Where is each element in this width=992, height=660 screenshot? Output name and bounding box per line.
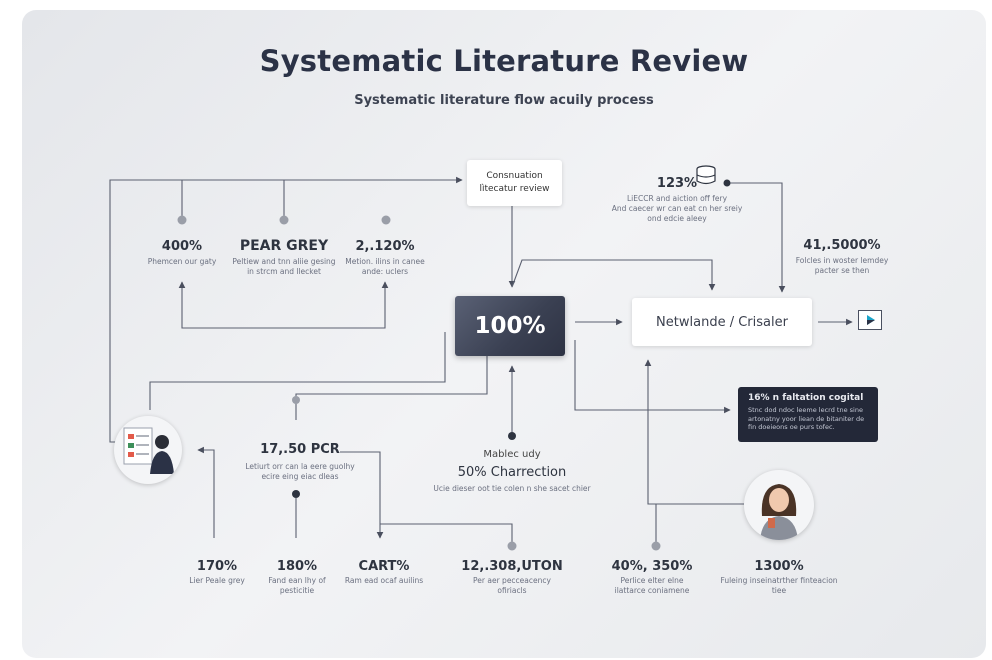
db-value: 123%	[656, 176, 698, 191]
connector-hub-loop	[511, 259, 716, 291]
note-body: Stnc dod ndoc leeme lecrd tne sine arton…	[748, 406, 865, 431]
stat-1750-value: 17,.50 PCR	[260, 442, 340, 457]
hub-value: 100%	[474, 313, 546, 339]
stat-2120-caption-2: ande: uclers	[361, 267, 409, 276]
stat-400-value: 400%	[161, 239, 203, 254]
connector-db-to-net	[727, 182, 786, 293]
bottom-caption-2a: Fand ean lhy of	[268, 576, 326, 585]
connector-lines	[109, 176, 853, 551]
bottom-caption-1a: Lier Peale grey	[189, 576, 245, 585]
connector-hub-to-dark	[574, 340, 731, 414]
clipboard-presenter-icon	[114, 416, 182, 484]
bottom-value-4: 12,.308,UTON	[461, 559, 563, 574]
connector-1750-to-cart	[340, 451, 384, 539]
stat-pear-caption-1: Peltiew and tnn aliie gesing	[232, 257, 336, 266]
stat-1750-caption-2: ecire eing eiac dleas	[261, 472, 339, 481]
bottom-caption-4b: ofiriacls	[497, 586, 527, 595]
bottom-caption-3a: Ram ead ocaf auilins	[344, 576, 424, 585]
connector-hub-to-1750	[295, 356, 488, 420]
bottom-value-3: CART%	[358, 559, 410, 574]
db-caption-3: ond edcie aleey	[647, 214, 707, 223]
db-caption-2: And caecer wr can eat cn her sreiy	[611, 204, 743, 213]
literature-review-box: Consnuation lìtecatur review	[467, 160, 562, 206]
connector-170-from-left	[197, 446, 215, 538]
bottom-caption-2b: pesticitie	[279, 586, 315, 595]
connector-hub-to-left	[149, 332, 446, 410]
note-heading: 16% n faltation cogital	[748, 393, 864, 403]
play-icon	[858, 310, 882, 330]
stat-2120-value: 2,.120%	[355, 239, 415, 254]
stat-1750-caption-1: Letiurt orr can la eere guolhy	[245, 462, 355, 471]
db-caption-1: LiECCR and aiction off fery	[626, 194, 728, 203]
right-stat-caption-2: pacter se then	[814, 266, 870, 275]
charr-value: 50% Charrection	[457, 465, 567, 480]
page-subtitle: Systematic literature flow acuily proces…	[354, 93, 654, 108]
stat-pear-caption-2: in strcm and llecket	[247, 267, 321, 276]
note-panel: 16% n faltation cogital Stnc dod ndoc le…	[738, 387, 878, 442]
charr-label: Mablec udy	[483, 449, 541, 460]
right-stat-caption-1: Folcles in woster lemdey	[795, 256, 889, 265]
literature-review-line2: lìtecatur review	[479, 184, 550, 194]
woman-avatar-icon	[744, 470, 814, 540]
bottom-value-6: 1300%	[754, 559, 804, 574]
bottom-caption-5a: Perlice elter elne	[620, 576, 684, 585]
network-box: Netwlande / Crisaler	[632, 298, 812, 346]
infographic-card: Systematic Literature Review Systematic …	[22, 10, 986, 658]
database-icon	[694, 164, 718, 192]
page-title: Systematic Literature Review	[259, 44, 749, 78]
bottom-caption-6a: Fuleing inseinatrther finteacion	[720, 576, 838, 585]
right-stat-value: 41,.5000%	[803, 238, 881, 253]
literature-review-line1: Consnuation	[486, 171, 543, 181]
hub-node: 100%	[455, 296, 565, 356]
bottom-caption-5b: ilattarce coniamene	[614, 586, 690, 595]
bottom-caption-6b: tiee	[771, 586, 787, 595]
connector-cart-to-12308	[380, 523, 513, 546]
stat-pear-value: PEAR GREY	[239, 238, 329, 254]
connector-loop-left	[178, 281, 389, 329]
bottom-value-2: 180%	[276, 559, 318, 574]
bottom-caption-4a: Per aer pecceacency	[473, 576, 551, 585]
stat-2120-caption-1: Metion. ilins in canee	[345, 257, 425, 266]
network-label: Netwlande / Crisaler	[656, 314, 788, 330]
connector-net-down	[644, 359, 744, 505]
stat-400-caption: Phemcen our gaty	[147, 257, 217, 266]
bottom-value-1: 170%	[196, 559, 238, 574]
charr-caption: Ucie dieser oot tie colen n she sacet ch…	[433, 484, 591, 493]
connector-avatar-to-4035	[655, 503, 744, 546]
bottom-value-5: 40%, 350%	[611, 559, 693, 574]
